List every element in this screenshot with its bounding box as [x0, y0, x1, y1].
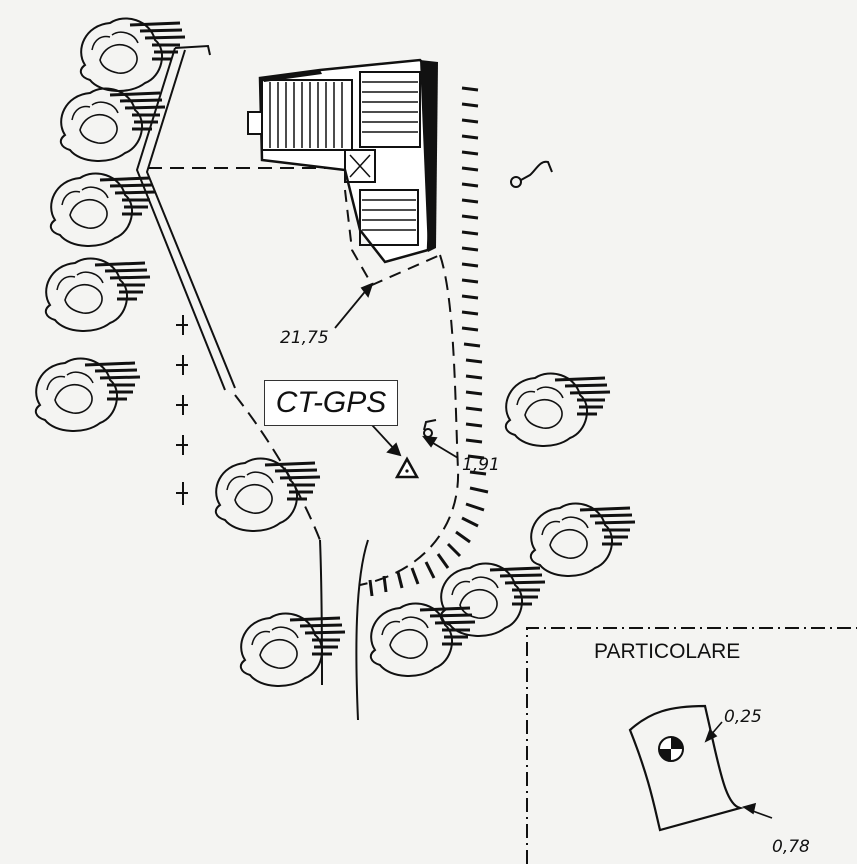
- arrow-icon: [371, 424, 402, 457]
- inset-frame: [526, 627, 857, 864]
- building-icon: [247, 58, 438, 264]
- triangle-station-icon: [394, 456, 420, 479]
- distance-label-building: 21,75: [280, 328, 329, 348]
- arrow-icon: [334, 282, 374, 329]
- boundary-wall: [135, 44, 236, 391]
- tree-icon: [214, 456, 322, 533]
- inset-measure-top: 0,25: [724, 707, 762, 727]
- station-label-text: CT-GPS: [275, 386, 387, 419]
- tree-icon: [79, 16, 187, 93]
- station-label: CT-GPS: [264, 380, 398, 426]
- tree-icon: [439, 561, 547, 638]
- arrow-icon: [422, 435, 459, 459]
- benchmark-plate: [628, 704, 745, 832]
- tree-icon: [34, 356, 142, 433]
- distance-label-marker: 1,91: [462, 455, 500, 475]
- arrow-icon: [742, 802, 773, 819]
- tree-icon: [44, 256, 152, 333]
- tree-icon: [504, 371, 612, 448]
- tree-icon: [239, 611, 347, 688]
- tree-icon: [529, 501, 637, 578]
- dashed-path: [344, 189, 441, 287]
- tree-icon: [49, 171, 157, 248]
- inset-title: PARTICOLARE: [594, 640, 741, 663]
- inset-measure-bottom: 0,78: [772, 837, 810, 857]
- fence-marks: [176, 315, 188, 505]
- path-line: [355, 539, 369, 721]
- path-line: [319, 539, 323, 686]
- tree-icon: [59, 86, 167, 163]
- slope-hatching: [368, 86, 489, 597]
- benchmark-disc-icon: [658, 736, 684, 762]
- tree-icon: [369, 601, 477, 678]
- arrow-icon: [704, 721, 723, 743]
- dashed-road-edge: [359, 254, 460, 586]
- marker-symbol: [423, 160, 553, 438]
